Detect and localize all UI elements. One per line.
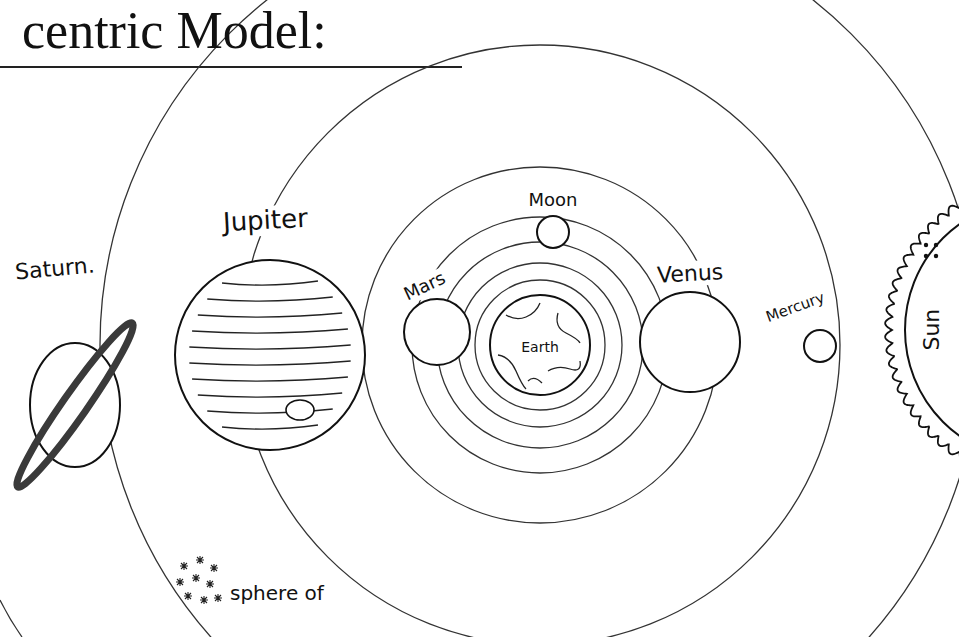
continent-lines — [498, 303, 580, 389]
orbit-rings — [100, 0, 959, 637]
star-cluster — [176, 556, 222, 604]
earth-planet: Earth — [488, 293, 592, 397]
orbit-ring — [458, 263, 622, 427]
star — [176, 578, 184, 586]
mars-planet: Mars — [400, 266, 480, 371]
star — [196, 556, 204, 564]
star — [180, 562, 188, 570]
sun-dot — [934, 254, 938, 258]
orbit-ring — [475, 280, 605, 410]
planet-label: Sun — [919, 307, 944, 353]
planet-label: Jupiter — [220, 204, 310, 238]
planet-outline — [10, 255, 180, 495]
sphere-arc — [0, 600, 22, 637]
title-underline — [0, 66, 462, 68]
sphere-label: sphere of — [228, 582, 326, 605]
planet-label: Moon — [527, 190, 580, 211]
star — [200, 596, 208, 604]
sun-dot — [924, 243, 928, 247]
planet-stripe — [222, 425, 318, 429]
sun-star: Sun — [850, 40, 959, 600]
sun-dots — [924, 243, 938, 258]
sun-dot — [924, 254, 928, 258]
planet-stripe — [198, 393, 342, 397]
planet-body — [537, 216, 569, 248]
star — [192, 574, 200, 582]
star — [210, 564, 218, 572]
planet-outline — [170, 205, 370, 460]
planet-label: Venus — [654, 260, 725, 289]
moon-body: Moon — [515, 190, 595, 250]
planet-body — [640, 292, 740, 392]
continent-line — [528, 378, 542, 383]
planet-stripe — [189, 345, 350, 349]
star — [214, 594, 222, 602]
planet-label: Earth — [519, 339, 561, 355]
planet-body — [175, 260, 365, 450]
planet-stripe — [198, 313, 342, 317]
orbit-ring — [100, 0, 959, 637]
continent-line — [506, 303, 540, 319]
planet-stripes — [189, 281, 350, 429]
star — [206, 580, 214, 588]
planet-body — [30, 343, 120, 467]
mercury-planet: Mercury — [765, 296, 840, 366]
star — [184, 592, 192, 600]
venus-planet: Venus — [635, 262, 745, 394]
planet-ring — [8, 316, 142, 494]
planet-body — [404, 299, 470, 365]
continent-line — [498, 355, 526, 389]
planet-stripe — [192, 329, 348, 333]
jupiter-planet: Jupiter — [170, 205, 370, 460]
planet-label: Saturn. — [12, 253, 98, 285]
planet-stripe — [222, 281, 318, 285]
planet-label: Mercury — [762, 289, 829, 327]
planet-stripe — [189, 361, 350, 365]
planet-body — [490, 295, 590, 395]
planet-stripe — [207, 297, 332, 301]
saturn-planet: Saturn. — [10, 255, 180, 495]
continent-line — [548, 361, 580, 371]
sun-rays — [885, 180, 959, 480]
great-red-spot — [286, 400, 314, 420]
sun-dot — [934, 243, 938, 247]
page-title: centric Model: — [22, 2, 327, 59]
planet-stripe — [192, 377, 348, 381]
sun-body — [905, 200, 959, 460]
planet-body — [804, 330, 836, 362]
